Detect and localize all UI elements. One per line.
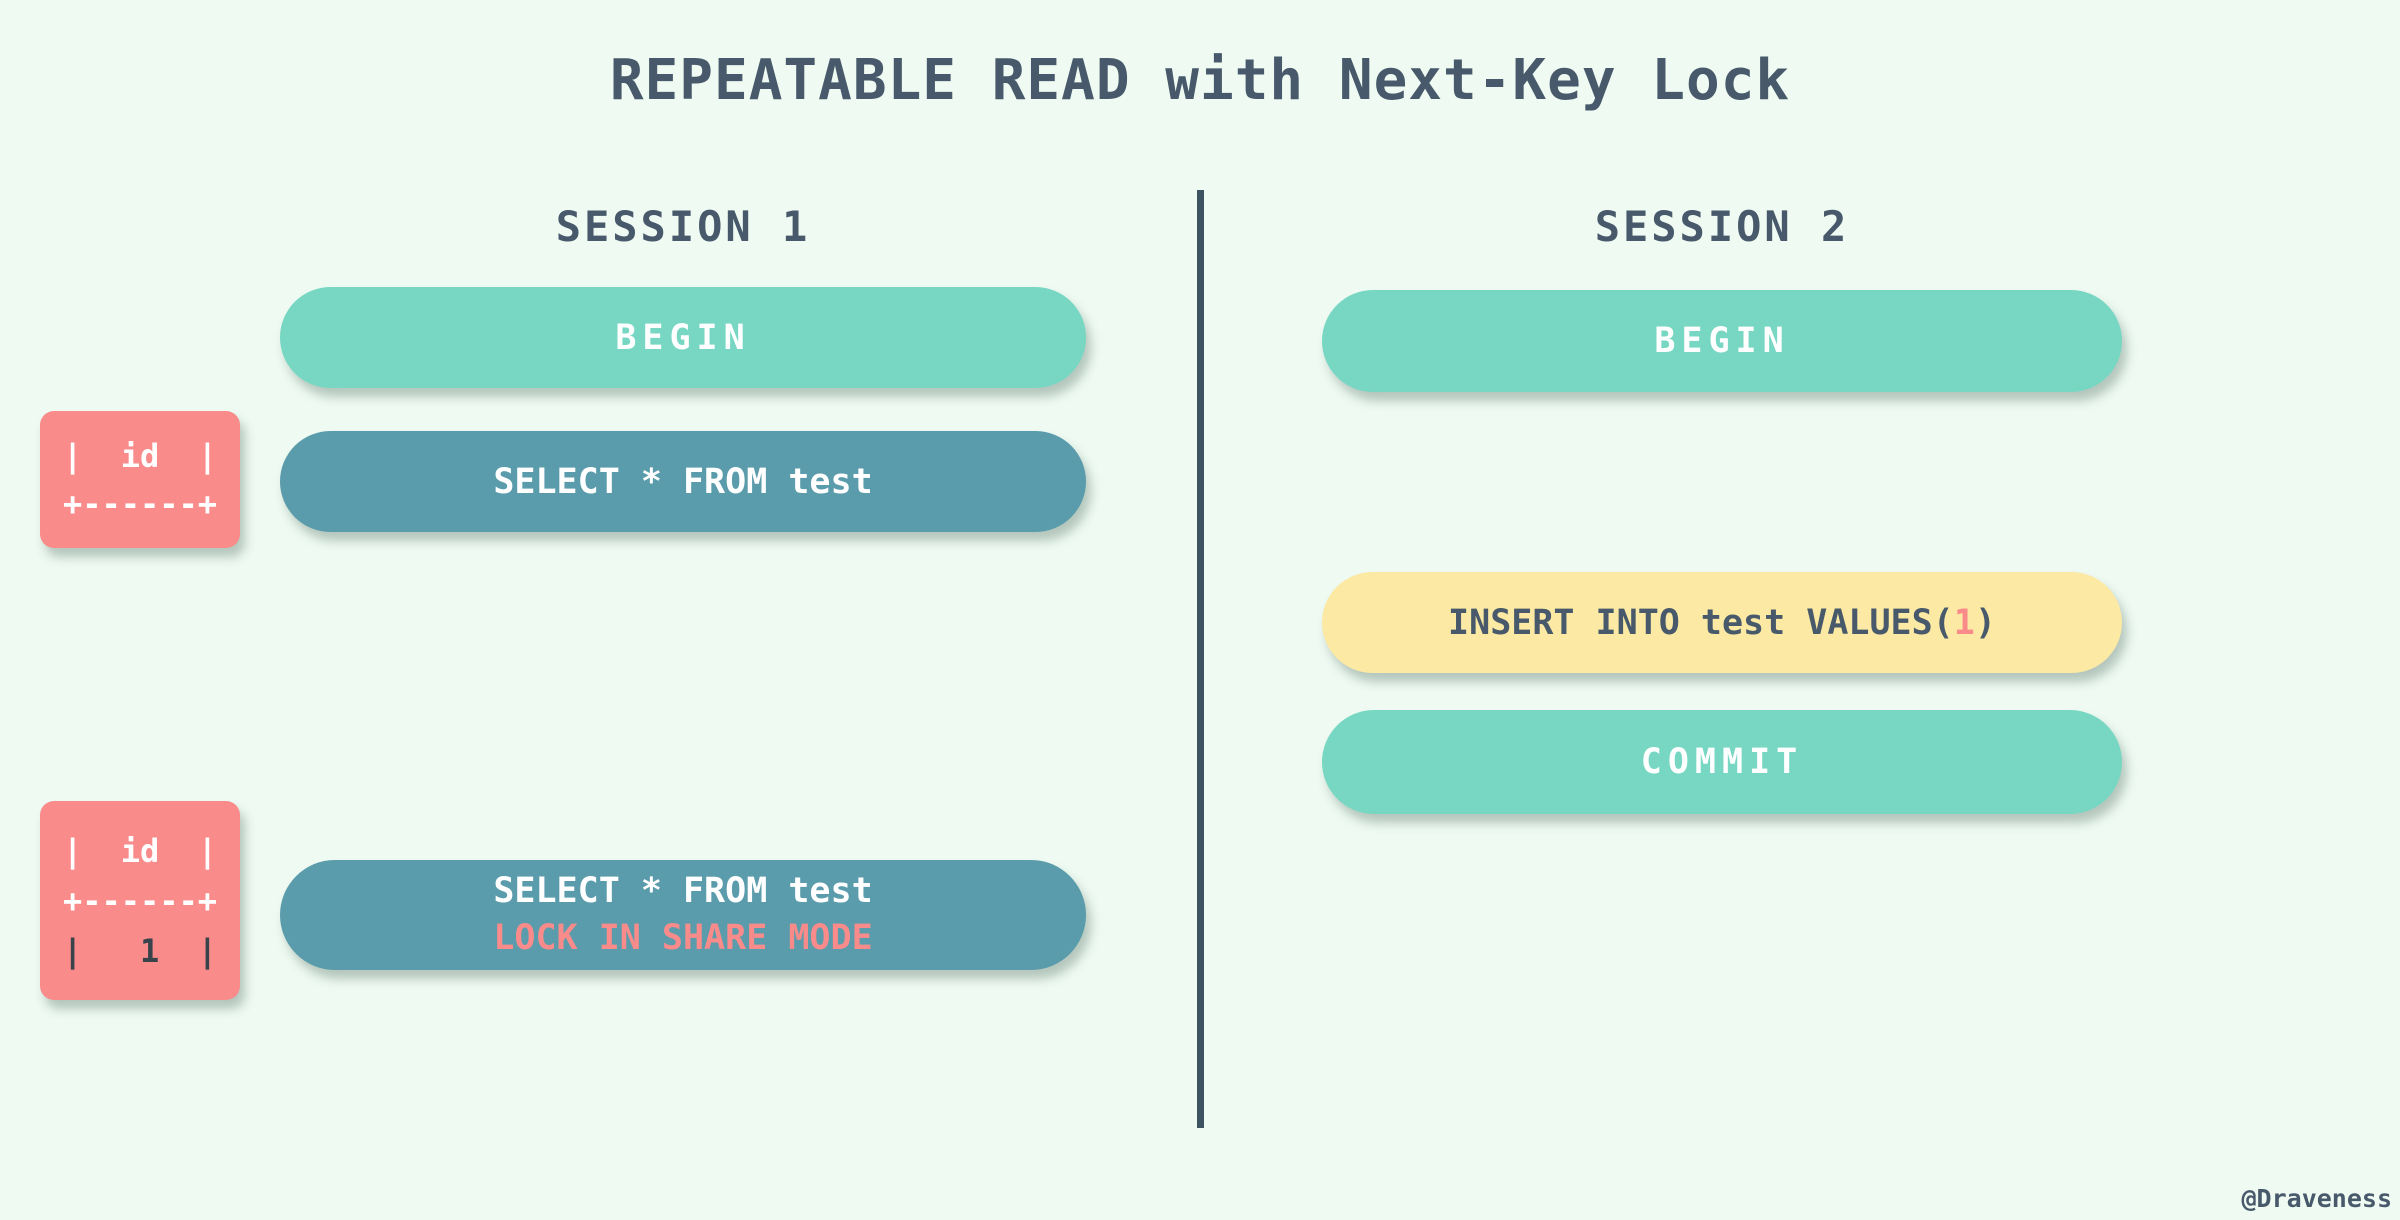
session1-header: SESSION 1	[555, 202, 811, 251]
session2-insert-value: 1	[1953, 602, 1975, 643]
session2-commit-label: COMMIT	[1640, 742, 1804, 782]
session2-begin-label: BEGIN	[1654, 321, 1790, 361]
result-table-empty: | id | +------+	[40, 411, 240, 548]
session2-insert-box: INSERT INTO test VALUES(1)	[1322, 572, 2122, 673]
page-title: REPEATABLE READ with Next-Key Lock	[609, 48, 1791, 113]
session2-header: SESSION 2	[1594, 202, 1850, 251]
author-credit: @Draveness	[2241, 1184, 2392, 1213]
result-table-locked: | id | +------+ | 1 |	[40, 801, 240, 1000]
session1-select-label: SELECT * FROM test	[493, 461, 873, 502]
session2-insert-suffix: )	[1974, 602, 1996, 643]
session2-insert-prefix: INSERT INTO test VALUES(	[1448, 602, 1954, 643]
session1-begin-box: BEGIN	[280, 287, 1086, 388]
result-table-divider-row: +------+	[62, 484, 218, 523]
result-table-value-row: | 1 |	[62, 931, 218, 970]
result-table-header-row: | id |	[62, 436, 218, 475]
session1-select-lock-line1: SELECT * FROM test	[493, 871, 873, 911]
session1-select-lock-line2: LOCK IN SHARE MODE	[493, 918, 873, 958]
session1-select-box: SELECT * FROM test	[280, 431, 1086, 532]
result-table-header-row: | id |	[62, 831, 218, 870]
session-divider-line	[1197, 190, 1204, 1128]
session2-begin-box: BEGIN	[1322, 290, 2122, 392]
session1-select-lock-box: SELECT * FROM test LOCK IN SHARE MODE	[280, 860, 1086, 970]
session2-commit-box: COMMIT	[1322, 710, 2122, 814]
session1-begin-label: BEGIN	[615, 317, 751, 358]
result-table-divider-row: +------+	[62, 881, 218, 920]
